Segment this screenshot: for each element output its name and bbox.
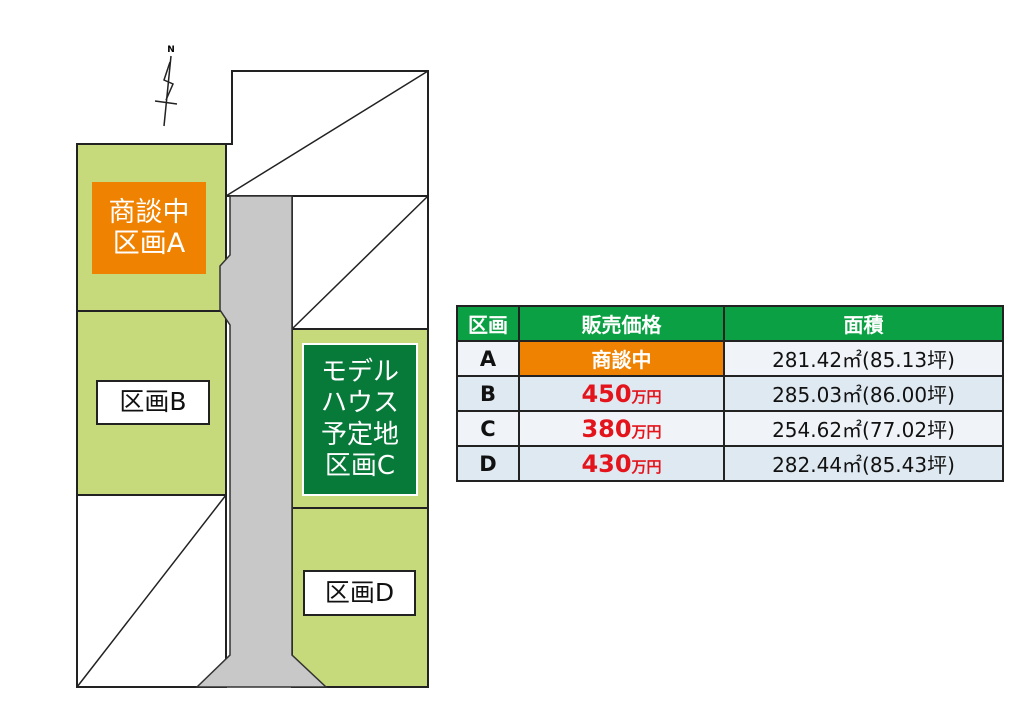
header-lot: 区画 (456, 305, 520, 342)
lot-c-badge-bg (302, 343, 418, 496)
access-road (195, 195, 328, 688)
lot-a-label: 商談中 区画A (108, 196, 190, 259)
price-status: 商談中 (591, 348, 652, 372)
area-cell: 254.62㎡(77.02坪) (723, 410, 1004, 447)
header-price: 販売価格 (518, 305, 725, 342)
area-cell: 281.42㎡(85.13坪) (723, 340, 1004, 377)
price-unit: 万円 (631, 387, 662, 406)
header-area: 面積 (723, 305, 1004, 342)
lot-c-label: モデル ハウス 予定地 区画C (320, 357, 399, 481)
price-value: 380 (581, 414, 632, 443)
price-cell: 商談中 (518, 340, 725, 377)
price-cell: 430万円 (518, 445, 725, 482)
north-arrow-icon: N (154, 45, 178, 127)
price-value: 430 (581, 449, 632, 478)
lot-cell: C (456, 410, 520, 447)
lot-a-badge-bg (92, 182, 206, 274)
lot-cell: D (456, 445, 520, 482)
price-cell: 380万円 (518, 410, 725, 447)
lot-cell: B (456, 375, 520, 412)
price-unit: 万円 (631, 457, 662, 476)
lot-d-label: 区画D (303, 570, 416, 616)
price-cell: 450万円 (518, 375, 725, 412)
table-row[interactable]: A 商談中 281.42㎡(85.13坪) (456, 340, 1004, 377)
price-unit: 万円 (631, 422, 662, 441)
area-cell: 282.44㎡(85.43坪) (723, 445, 1004, 482)
north-label: N (167, 45, 175, 55)
lot-b-label: 区画B (96, 380, 210, 425)
area-cell: 285.03㎡(86.00坪) (723, 375, 1004, 412)
lot-cell: A (456, 340, 520, 377)
table-header-row: 区画 販売価格 面積 (456, 305, 1004, 342)
price-value: 450 (581, 379, 632, 408)
